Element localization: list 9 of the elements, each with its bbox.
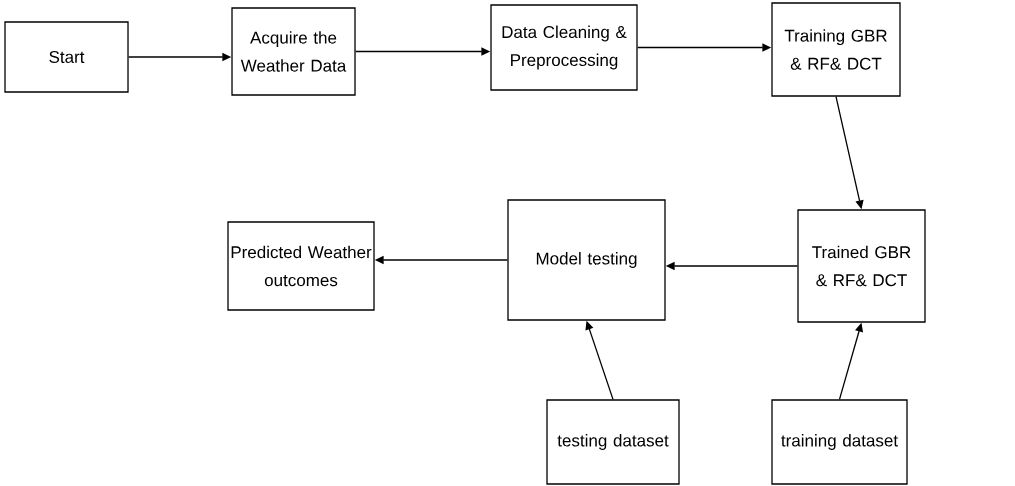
process-box: Predicted Weather outcomes	[227, 221, 375, 311]
process-box: Data Cleaning & Preprocessing	[490, 4, 638, 91]
process-box: Training GBR & RF& DCT	[771, 2, 901, 97]
process-box: Acquire the Weather Data	[231, 7, 356, 96]
process-box: Trained GBR & RF& DCT	[797, 209, 926, 323]
process-box: Model testing	[507, 199, 666, 321]
process-box: testing dataset	[546, 399, 680, 485]
process-box: Start	[4, 21, 129, 93]
process-box: training dataset	[771, 399, 908, 485]
